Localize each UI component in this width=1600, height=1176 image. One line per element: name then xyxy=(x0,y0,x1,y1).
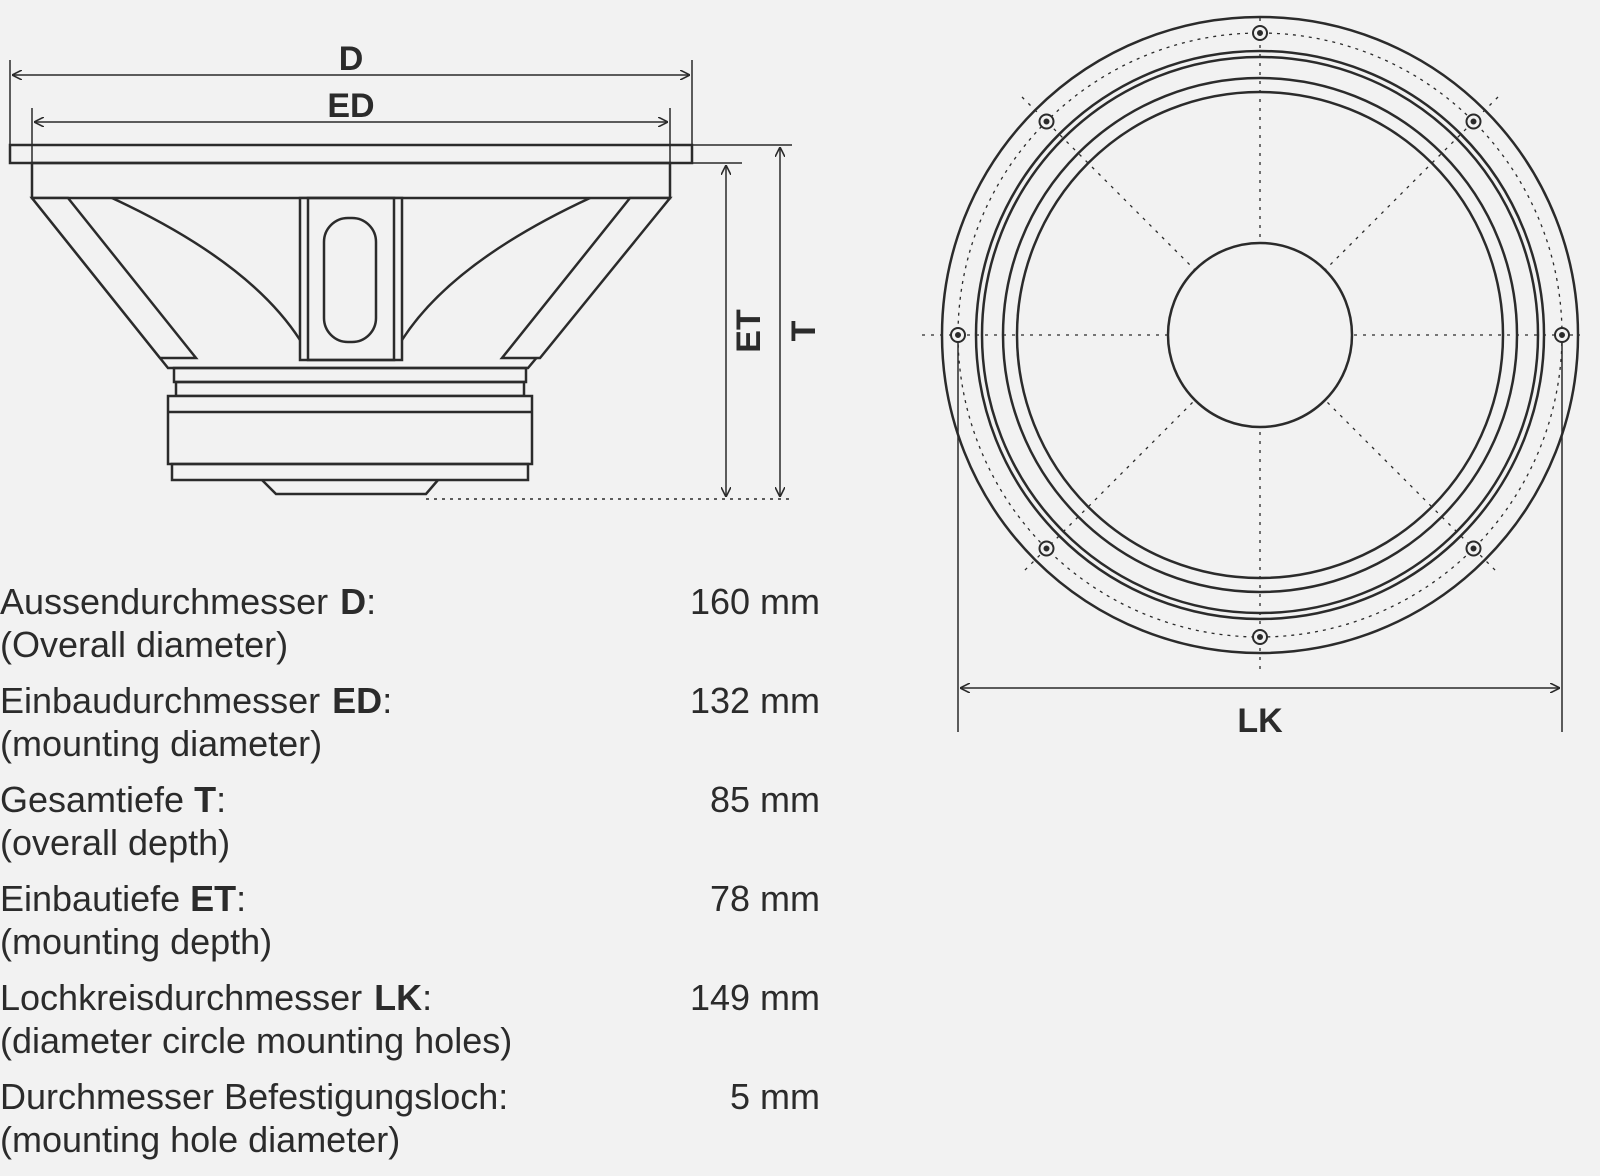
pole-piece xyxy=(261,479,439,496)
surround-outer xyxy=(980,55,1540,615)
vent-slot xyxy=(322,216,378,344)
spec-symbol: D xyxy=(340,581,367,622)
outer-frame xyxy=(940,15,1580,655)
center-strut xyxy=(298,196,404,362)
spec-english: (diameter circle mounting holes) xyxy=(0,1020,513,1061)
center-strut-inner xyxy=(306,196,396,362)
left-strut xyxy=(29,196,199,360)
side-view xyxy=(8,143,694,496)
centerline-diagonal-1 xyxy=(1021,96,1499,574)
spec-symbol: ED xyxy=(332,680,383,721)
spec-value: 149 mm xyxy=(689,977,820,1018)
spec-english: (Overall diameter) xyxy=(0,624,289,665)
spec-row-mounting-diameter: Einbaudurchmesser ED: (mounting diameter)… xyxy=(0,679,820,778)
spec-row-overall-diameter: Aussendurchmesser D: (Overall diameter) 1… xyxy=(0,580,820,679)
mounting-hole-icon xyxy=(1038,540,1055,557)
mounting-holes xyxy=(950,25,1570,645)
mounting-hole-icon xyxy=(1252,629,1268,645)
dust-cap xyxy=(1166,241,1354,429)
side-dimensions xyxy=(9,60,792,500)
spec-symbol: ET xyxy=(190,878,237,919)
spec-symbol: T xyxy=(194,779,217,820)
spec-suffix: : xyxy=(216,779,227,820)
spec-suffix: : xyxy=(236,878,247,919)
right-strut xyxy=(499,196,673,360)
mounting-hole-icon xyxy=(950,327,966,343)
flange xyxy=(8,143,694,165)
top-plate xyxy=(174,380,526,398)
dim-ed-label: ED xyxy=(327,87,374,125)
spec-symbol: LK xyxy=(374,977,423,1018)
dim-et-label: ET xyxy=(730,309,768,353)
spec-value: 132 mm xyxy=(689,680,820,721)
mounting-hole-icon xyxy=(1252,25,1268,41)
mounting-hole-icon xyxy=(1465,540,1482,557)
front-view xyxy=(922,15,1580,732)
frame-band xyxy=(30,161,672,200)
spec-label: Einbautiefe xyxy=(0,878,181,919)
spec-english: (mounting hole diameter) xyxy=(0,1119,401,1160)
spec-label: Einbaudurchmesser xyxy=(0,680,321,721)
spec-english: (overall depth) xyxy=(0,822,231,863)
cone-curve-right xyxy=(400,196,591,341)
dim-t-label: T xyxy=(785,320,823,341)
centerline-diagonal-2 xyxy=(1021,96,1499,574)
spec-label: Aussendurchmesser xyxy=(0,581,329,622)
spec-label: Durchmesser Befestigungsloch: xyxy=(0,1076,509,1117)
basket-bottom xyxy=(172,366,528,384)
cone-edge xyxy=(1015,90,1505,580)
spec-value: 160 mm xyxy=(689,581,820,622)
spec-row-mounting-hole-diameter: Durchmesser Befestigungsloch: (mounting … xyxy=(0,1075,820,1174)
spec-english: (mounting diameter) xyxy=(0,723,323,764)
dim-lk-label: LK xyxy=(1237,702,1283,740)
magnet xyxy=(166,394,534,466)
surround-inner xyxy=(1001,76,1519,594)
spec-label: Lochkreisdurchmesser xyxy=(0,977,363,1018)
spec-value: 78 mm xyxy=(709,878,820,919)
spec-label: Gesamtiefe xyxy=(0,779,185,820)
mounting-hole-icon xyxy=(1038,113,1055,130)
spec-english: (mounting depth) xyxy=(0,921,273,962)
spec-row-hole-circle-diameter: Lochkreisdurchmesser LK: (diameter circle… xyxy=(0,976,820,1075)
spec-suffix: : xyxy=(422,977,433,1018)
inner-frame xyxy=(974,49,1546,621)
spec-value: 5 mm xyxy=(730,1076,820,1117)
back-plate xyxy=(170,462,530,482)
dim-d-label: D xyxy=(339,40,364,78)
spec-suffix: : xyxy=(366,581,377,622)
mounting-hole-icon xyxy=(1465,113,1482,130)
spec-suffix: : xyxy=(382,680,393,721)
cone-curve-left xyxy=(111,196,302,341)
spec-value: 85 mm xyxy=(709,779,820,820)
specs-table: Aussendurchmesser D: (Overall diameter) 1… xyxy=(0,580,820,1174)
mounting-hole-icon xyxy=(1554,327,1570,343)
